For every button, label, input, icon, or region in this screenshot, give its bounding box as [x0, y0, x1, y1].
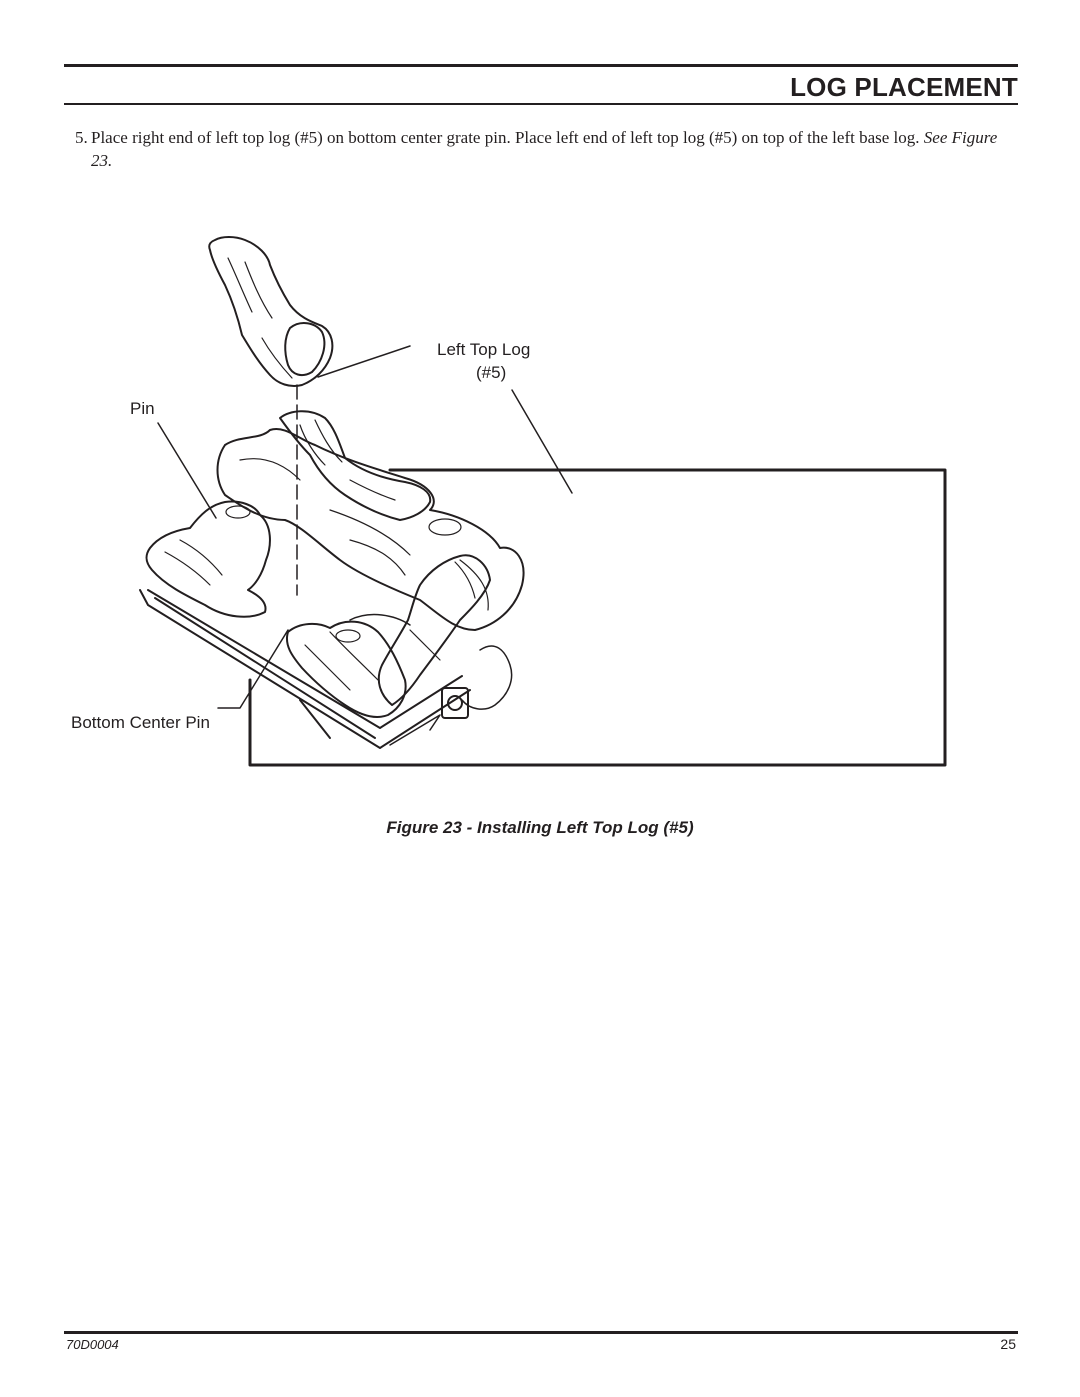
gas-valve [349, 613, 469, 719]
front-center-log [286, 620, 407, 718]
page-number: 25 [1000, 1336, 1016, 1352]
leader-line-bottom-pin [217, 629, 289, 709]
step-text: Place right end of left top log (#5) on … [91, 128, 920, 147]
step-number: 5. [75, 128, 88, 147]
leader-line-pin [157, 422, 217, 519]
label-pin: Pin [130, 399, 155, 418]
label-left-top-log: Left Top Log [437, 340, 531, 359]
label-bottom-center-pin: Bottom Center Pin [71, 713, 210, 732]
step-text-block: Place right end of left top log (#5) on … [75, 126, 1015, 172]
right-front-log [377, 554, 513, 710]
header-rule-bottom [64, 103, 1018, 105]
log-illustration-svg [139, 236, 947, 767]
leader-line-top-log [317, 345, 411, 378]
document-number: 70D0004 [66, 1337, 119, 1352]
firebox-outline [248, 468, 947, 767]
log-placement-illustration: Left Top Log (#5) Pin Bottom Center Pin [71, 236, 947, 767]
footer-rule [64, 1331, 1018, 1334]
left-base-log [145, 500, 271, 618]
center-log [279, 410, 432, 521]
leader-line-firebox [511, 389, 573, 494]
left-top-log [208, 236, 334, 387]
figure-caption: Figure 23 - Installing Left Top Log (#5) [386, 818, 694, 837]
label-left-top-log-number: (#5) [476, 363, 507, 382]
back-log [216, 428, 525, 631]
figure-reference: See Figure 23. [91, 128, 998, 170]
section-title: LOG PLACEMENT [790, 72, 1018, 102]
header-rule-top [64, 64, 1018, 67]
instruction-step: 5. Place right end of left top log (#5) … [75, 126, 1015, 172]
